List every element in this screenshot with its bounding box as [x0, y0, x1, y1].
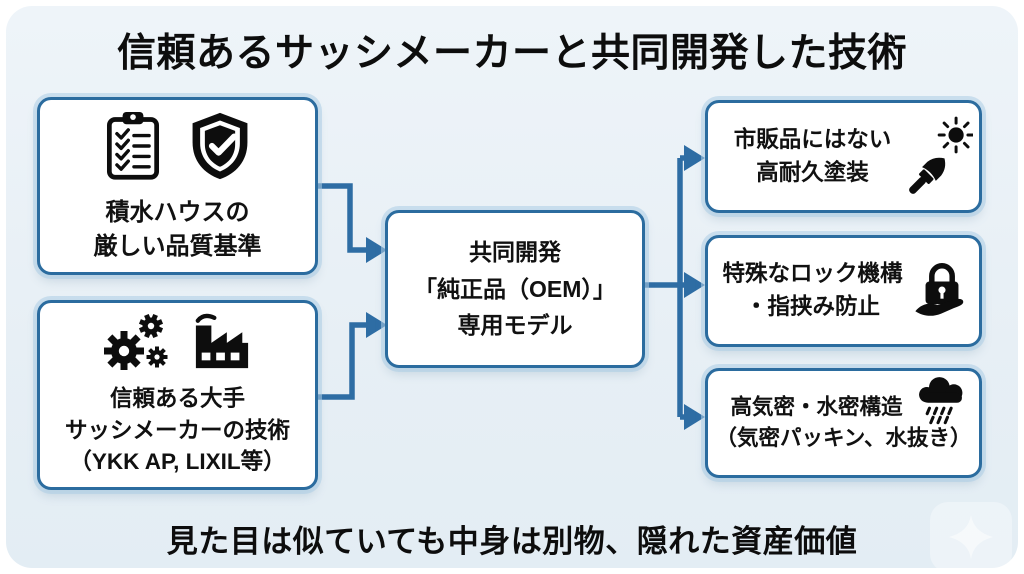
result-box-paint: 市販品にはない 高耐久塗装 [705, 100, 982, 213]
seal-line-2: （気密パッキン、水抜き） [715, 426, 972, 450]
sparkle-icon [949, 515, 993, 559]
source-box-quality: 積水ハウスの 厳しい品質基準 [37, 97, 318, 275]
oem-line-3: 専用モデル [457, 312, 573, 339]
brush-part [909, 157, 946, 194]
paint-box-label: 市販品にはない 高耐久塗装 [734, 124, 954, 189]
paintbrush-sun-icon [907, 113, 975, 206]
quality-icons [104, 111, 252, 186]
seal-box-label: 高気密・水密構造 （気密パッキン、水抜き） [715, 392, 971, 454]
source-box-maker: 信頼ある大手 サッシメーカーの技術 （YKK AP, LIXIL等） [37, 300, 318, 490]
clipboard-checklist-icon [104, 111, 162, 186]
quality-line-1: 積水ハウスの [105, 198, 250, 226]
footer-caption: 見た目は似ていても中身は別物、隠れた資産価値 [166, 524, 858, 559]
maker-line-1: 信頼ある大手 [109, 386, 245, 412]
factory-icon [191, 312, 253, 375]
sun-part [937, 116, 975, 154]
seal-line-1: 高気密・水密構造 [730, 394, 903, 419]
gears-icon [103, 312, 169, 375]
quality-box-label: 積水ハウスの 厳しい品質基準 [94, 196, 262, 263]
maker-box-label: 信頼ある大手 サッシメーカーの技術 （YKK AP, LIXIL等） [65, 383, 290, 478]
oem-line-1: 共同開発 [468, 238, 561, 265]
result-box-seal: 高気密・水密構造 （気密パッキン、水抜き） [705, 368, 982, 478]
oem-box-label: 共同開発 「純正品（OEM）」 専用モデル [414, 234, 616, 344]
result-box-lock: 特殊なロック機構 ・指挟み防止 [705, 235, 982, 347]
lock-box-label: 特殊なロック機構 ・指挟み防止 [722, 258, 964, 323]
quality-line-2: 厳しい品質基準 [93, 232, 262, 260]
page-title: 信頼あるサッシメーカーと共同開発した技術 [116, 32, 907, 75]
paint-line-1: 市販品にはない [733, 126, 892, 152]
lock-hand-icon [913, 257, 971, 326]
watermark-badge [930, 502, 1012, 572]
lock-line-1: 特殊なロック機構 [722, 261, 903, 287]
lock-line-2: ・指挟み防止 [744, 294, 880, 319]
maker-line-2: サッシメーカーの技術 [64, 417, 290, 443]
maker-icons [103, 312, 253, 375]
rain-cloud-icon [915, 375, 971, 432]
center-box-oem: 共同開発 「純正品（OEM）」 専用モデル [385, 210, 645, 368]
paint-line-2: 高耐久塗装 [756, 159, 869, 185]
shield-check-icon [188, 111, 252, 186]
oem-line-2: 「純正品（OEM）」 [414, 275, 616, 302]
maker-line-3: （YKK AP, LIXIL等） [69, 449, 286, 475]
